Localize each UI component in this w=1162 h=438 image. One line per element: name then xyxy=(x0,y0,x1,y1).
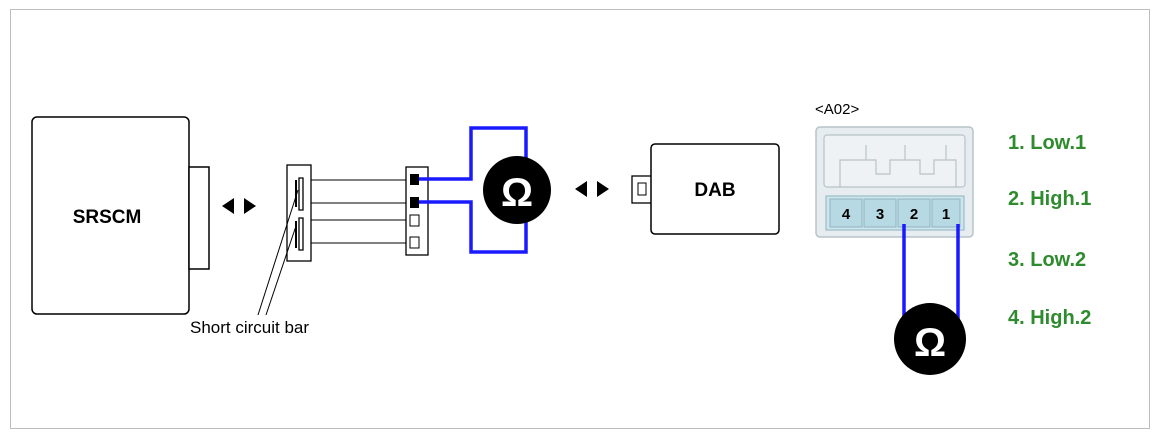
pin-4-cell xyxy=(829,198,863,228)
pin-1-number: 1 xyxy=(942,206,950,223)
legend-pin-3: 3. Low.2 xyxy=(1008,249,1086,271)
diagram-frame xyxy=(10,9,1150,429)
connect-arrow-right xyxy=(575,181,609,197)
pin-1-cell xyxy=(931,198,961,228)
harness-wires xyxy=(311,179,407,244)
srscm-module: SRSCM xyxy=(31,116,210,315)
harness-connector xyxy=(405,166,429,256)
ohm-symbol-2: Ω xyxy=(914,321,946,365)
probe-wires-1 xyxy=(419,126,528,254)
pin-legend: 1. Low.1 2. High.1 3. Low.2 4. High.2 xyxy=(1008,132,1091,329)
legend-pin-4: 4. High.2 xyxy=(1008,307,1091,329)
connect-arrow-left xyxy=(222,198,256,214)
short-circuit-bar-connector xyxy=(257,164,312,316)
ohmmeter-2: Ω xyxy=(894,303,966,375)
pin-3-cell xyxy=(863,198,897,228)
dab-label: DAB xyxy=(694,180,735,201)
ohm-symbol-1: Ω xyxy=(501,171,533,215)
dab-module: DAB xyxy=(631,143,780,235)
connector-a02: 4 3 2 1 xyxy=(815,126,974,238)
short-circuit-bar-label: Short circuit bar xyxy=(190,318,309,337)
pin-3-number: 3 xyxy=(876,206,884,223)
legend-pin-1: 1. Low.1 xyxy=(1008,132,1086,154)
ohmmeter-1: Ω xyxy=(483,156,551,224)
pin-4-number: 4 xyxy=(842,206,851,223)
probe-wires-2 xyxy=(902,224,960,320)
srscm-label: SRSCM xyxy=(73,207,142,228)
connector-a02-label: <A02> xyxy=(815,101,859,118)
pin-2-number: 2 xyxy=(910,206,918,223)
pin-2-cell xyxy=(897,198,931,228)
legend-pin-2: 2. High.1 xyxy=(1008,188,1091,210)
